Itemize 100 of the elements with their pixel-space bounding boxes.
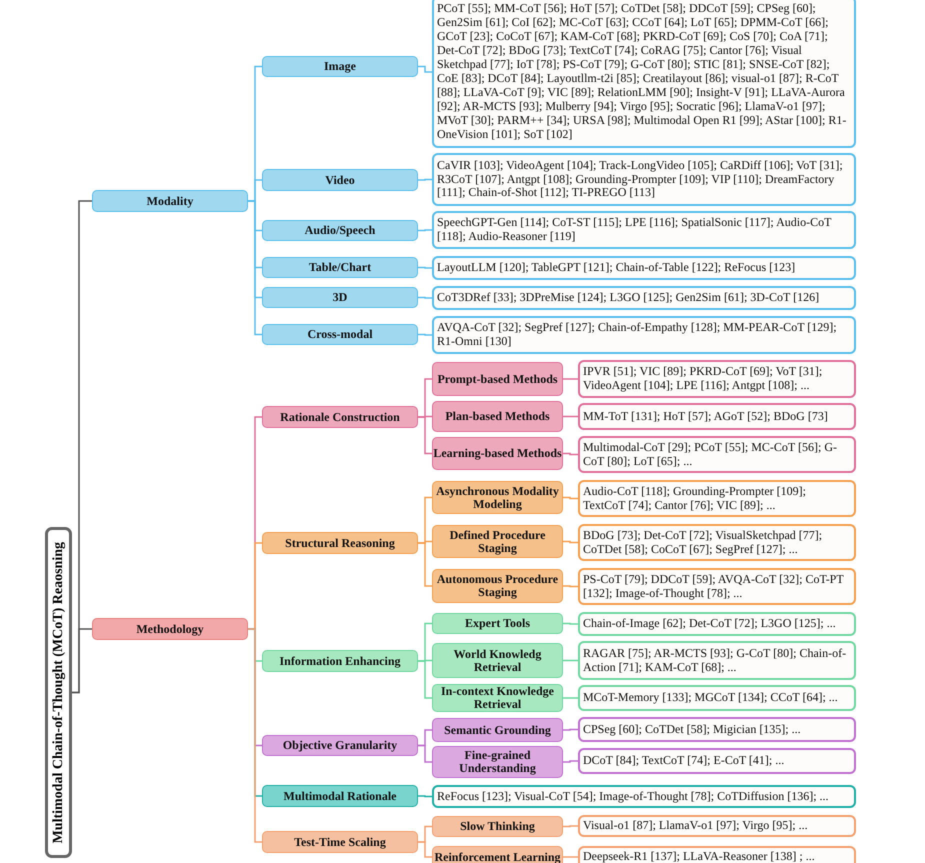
- tree-connector: [418, 266, 432, 269]
- tree-connector: [563, 622, 578, 625]
- method-list: RAGAR [75]; AR-MCTS [93]; G-CoT [80]; Chain-of-Action [71]; KAM-CoT [68]; ...: [583, 646, 851, 674]
- method-list: AVQA-CoT [32]; SegPref [127]; Chain-of-Empathy [128]; MM-PEAR-CoT [129]; R1-Omni [130]: [437, 321, 851, 349]
- root-box: [45, 527, 72, 858]
- category-label: Fine-grained Understanding: [458, 749, 537, 775]
- method-list-box: [432, 153, 856, 206]
- tree-connector: [418, 296, 432, 299]
- method-list-box: [578, 846, 856, 863]
- method-list-box: [578, 403, 856, 430]
- method-list: CaVIR [103]; VideoAgent [104]; Track-LongVideo [105]; CaRDiff [106]; VoT [31]; R3CoT [107]; Antgpt [108]; Grounding-Prompter [109]; VIP [110]; DreamFactory [111]; Chain-of-Shot [112]; TI-PREGO [113]: [437, 158, 851, 200]
- tree-connector: [418, 416, 432, 454]
- category-label: Expert Tools: [464, 617, 530, 630]
- category-label: Test-Time Scaling: [294, 836, 386, 848]
- category-label: Multimodal Rationale: [284, 790, 396, 802]
- method-list-box: [578, 436, 856, 473]
- method-list-box: [578, 748, 856, 774]
- tree-connector: [418, 660, 432, 699]
- tree-connector: [418, 334, 432, 336]
- category-label: Defined Procedure Staging: [448, 528, 546, 554]
- method-list: IPVR [51]; VIC [89]; PKRD-CoT [69]; VoT [31]; VideoAgent [104]; LPE [116]; Antgpt [108]; ...: [583, 365, 851, 393]
- method-list-box: [578, 360, 856, 398]
- tree-connector: [418, 542, 432, 587]
- category-label: Slow Thinking: [460, 820, 535, 833]
- method-list: Audio-CoT [118]; Grounding-Prompter [109]; TextCoT [74]; Cantor [76]; VIC [89]; ...: [583, 484, 851, 512]
- category-label: Video: [325, 174, 355, 186]
- category-box: [262, 169, 418, 191]
- category-box: [262, 831, 418, 853]
- tree-connector: [563, 585, 578, 588]
- category-box: [262, 324, 418, 345]
- category-box: [262, 257, 418, 278]
- category-box: [262, 406, 418, 428]
- method-list-box: [578, 815, 856, 837]
- method-list-box: [432, 316, 856, 354]
- category-label: Methodology: [136, 622, 204, 636]
- tree-connector: [418, 66, 432, 73]
- method-list: CoT3DRef [33]; 3DPreMise [124]; L3GO [125]; Gen2Sim [61]; 3D-CoT [126]: [437, 291, 820, 305]
- category-label: Semantic Grounding: [444, 724, 551, 736]
- method-list: ReFocus [123]; Visual-CoT [54]; Image-of-Thought [78]; CoTDiffusion [136]; ...: [437, 790, 829, 804]
- category-box: [432, 401, 563, 432]
- method-list: SpeechGPT-Gen [114]; CoT-ST [115]; LPE [116]; SpatialSonic [117]; Audio-CoT [118]; Audio-Reasoner [119]: [437, 216, 851, 244]
- tree-connector: [418, 178, 432, 181]
- method-list: Chain-of-Image [62]; Det-CoT [72]; L3GO [125]; ...: [583, 617, 836, 631]
- category-label: Rationale Construction: [280, 410, 400, 424]
- category-label: Learning-based Methods: [433, 447, 562, 460]
- category-label: Image: [324, 60, 356, 73]
- tree-connector: [563, 856, 578, 858]
- method-list-box: [432, 785, 856, 808]
- method-list: Visual-o1 [87]; LlamaV-o1 [97]; Virgo [95]; ...: [583, 819, 808, 833]
- category-box: [432, 643, 563, 678]
- category-box: [262, 650, 418, 672]
- method-list: LayoutLLM [120]; TableGPT [121]; Chain-of-Table [122]; ReFocus [123]: [437, 261, 796, 275]
- category-box: [432, 437, 563, 470]
- tree-connector: [563, 496, 578, 500]
- method-list: Multimodal-CoT [29]; PCoT [55]; MC-CoT [56]; G-CoT [80]; LoT [65]; ...: [583, 440, 851, 468]
- tree-connector: [248, 628, 262, 843]
- category-label: Reinforcement Learning: [434, 850, 561, 863]
- tree-connector: [563, 416, 578, 418]
- category-box: [262, 220, 418, 241]
- method-list-box: [578, 641, 856, 680]
- method-list-box: [578, 685, 856, 711]
- category-box: [432, 362, 563, 396]
- category-box: [262, 532, 418, 554]
- tree-connector: [563, 760, 578, 763]
- category-box: [92, 190, 248, 212]
- method-list: PCoT [55]; MM-CoT [56]; HoT [57]; CoTDet [58]; DDCoT [59]; CPSeg [60]; Gen2Sim [61]; CoI [62]; MC-CoT [63]; CCoT [64]; LoT [65]; DPMM-CoT [66]; GCoT [23]; CoCoT [67]; KAM-CoT [68]; PKRD-CoT [69]; CoS [70]; CoA [71]; Det-CoT [72]; BDoG [73]; TextCoT [74]; CoRAG [75]; Cantor [76]; Visual Sketchpad [77]; IoT [78]; PS-CoT [79]; G-CoT [80]; STIC [81]; SNSE-CoT [82]; CoE [83]; DCoT [84]; Layoutllm-t2i [85]; Creatilayout [86]; visual-o1 [87]; R-CoT [88]; LLaVA-CoT [9]; VIC [89]; RelationLMM [90]; Insight-V [91]; LLaVA-Aurora [92]; AR-MCTS [93]; Mulberry [94]; Virgo [95]; Socratic [96]; LlamaV-o1 [97]; MVoT [30]; PARM++ [34]; URSA [98]; Multimodal Open R1 [99]; AStar [100]; R1-OneVision [101]; SoT [102]: [437, 2, 851, 142]
- category-label: Modality: [146, 194, 194, 208]
- category-label: Structural Reasoning: [285, 536, 395, 550]
- category-label: Audio/Speech: [304, 224, 376, 237]
- method-list-box: [432, 211, 856, 249]
- category-label: Prompt-based Methods: [437, 372, 558, 386]
- tree-connector: [72, 628, 92, 694]
- category-label: Plan-based Methods: [445, 410, 550, 423]
- method-list-box: [578, 568, 856, 605]
- category-label: Autonomous Procedure Staging: [436, 573, 560, 599]
- tree-connector: [418, 841, 432, 858]
- tree-connector: [563, 378, 578, 380]
- method-list: PS-CoT [79]; DDCoT [59]; AVQA-CoT [32]; CoT-PT [132]; Image-of-Thought [78]; ...: [583, 572, 851, 600]
- tree-connector: [563, 660, 578, 662]
- method-list: CPSeg [60]; CoTDet [58]; Migician [135]; ...: [583, 722, 801, 736]
- method-list-box: [432, 256, 856, 280]
- category-box: [432, 613, 563, 634]
- category-box: [432, 846, 563, 863]
- category-label: Objective Granularity: [282, 739, 398, 752]
- category-label: Table/Chart: [308, 261, 372, 274]
- category-label: Asynchronous Modality Modeling: [435, 484, 560, 510]
- method-list: DCoT [84]; TextCoT [74]; E-CoT [41]; ...: [583, 754, 784, 768]
- category-label: World Knowledg Retrieval: [452, 648, 542, 674]
- method-list-box: [578, 612, 856, 636]
- category-label: Cross-modal: [307, 328, 373, 341]
- method-list-box: [578, 524, 856, 561]
- tree-connector: [563, 697, 578, 699]
- tree-connector: [418, 744, 432, 763]
- tree-connector: [563, 540, 578, 544]
- category-box: [262, 56, 418, 77]
- category-box: [432, 684, 563, 712]
- category-box: [92, 618, 248, 640]
- method-list-box: [432, 286, 856, 310]
- category-label: Information Enhancing: [279, 654, 401, 668]
- tree-connector: [563, 452, 578, 456]
